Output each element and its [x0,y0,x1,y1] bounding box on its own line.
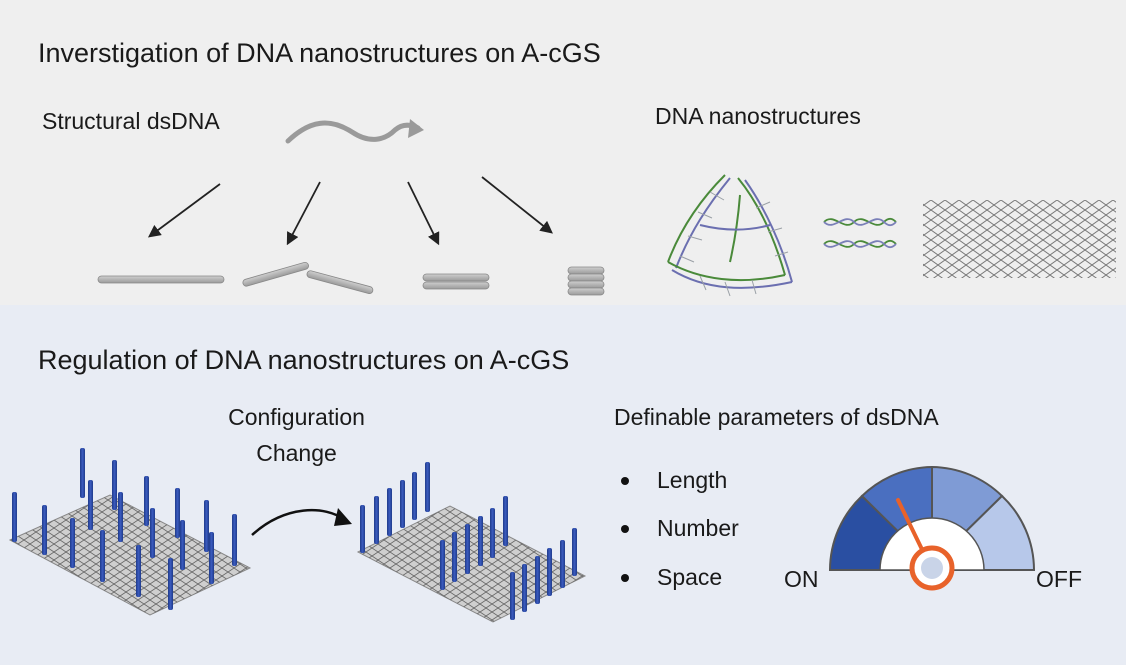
on-off-gauge [828,465,1036,591]
bent-dsdna-rod [242,261,374,294]
dna-triangle-nanostructure [667,174,793,297]
dna-lattice-sheet [923,200,1116,278]
param-number: Number [657,515,739,541]
pillars-before [12,448,237,610]
params-title: Definable parameters of dsDNA [614,404,939,430]
branch-arrows [147,176,553,246]
param-bullets [621,477,629,582]
configuration-arrow [251,508,352,536]
dna-nanostructures-label: DNA nanostructures [655,103,861,129]
param-space: Space [657,564,723,590]
bottom-title: Regulation of DNA nanostructures on A-cG… [38,345,570,375]
config-label-line1: Configuration [228,404,365,430]
config-label-line2: Change [256,440,337,466]
top-title: Inverstigation of DNA nanostructures on … [38,38,601,68]
pillars-after [360,462,577,620]
dna-helix-bundle [823,217,897,249]
quad-stacked-rods [567,266,605,296]
gauge-off-label: OFF [1036,566,1082,592]
gauge-on-label: ON [784,566,819,592]
wavy-arrow [285,119,424,144]
param-length: Length [657,467,728,493]
straight-dsdna-rod [97,275,225,284]
graphene-sheet-after [356,505,587,623]
structural-dsdna-label: Structural dsDNA [42,108,220,134]
double-stacked-rods [422,273,490,290]
